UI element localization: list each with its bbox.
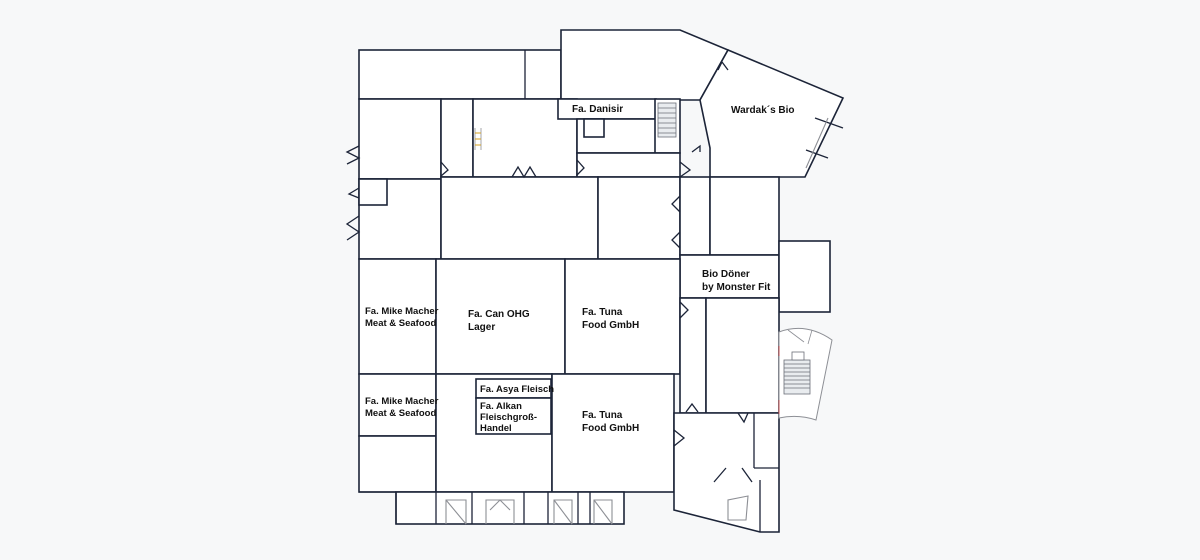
room-mid-right[interactable]: [597, 176, 681, 260]
room-danisir-small: [583, 118, 605, 138]
loading-bays: [395, 491, 625, 525]
stairs-north: [657, 102, 677, 138]
building-outline: [358, 29, 845, 533]
room-east-corridor: [679, 297, 707, 414]
room-corridor-upper: [440, 98, 474, 178]
ladder-marker: [474, 128, 482, 150]
room-mike-macher-a[interactable]: [358, 258, 437, 375]
room-east-mid[interactable]: [705, 297, 780, 414]
room-corridor-east: [679, 176, 711, 256]
label-danisir: Fa. Danisir: [572, 104, 623, 115]
label-mike-macher-a-2: Meat & Seafood: [365, 318, 436, 329]
label-tuna-b-1: Fa. Tuna: [582, 410, 623, 421]
room-can-ohg[interactable]: [435, 258, 566, 375]
label-asya: Fa. Asya Fleisch: [480, 384, 554, 395]
label-alkan-2: Fleischgroß-: [480, 412, 537, 423]
label-wardak: Wardak´s Bio: [731, 105, 795, 116]
label-tuna-a-1: Fa. Tuna: [582, 307, 623, 318]
label-can-ohg-2: Lager: [468, 322, 495, 333]
room-hall-mid[interactable]: [440, 176, 599, 260]
label-tuna-b-2: Food GmbH: [582, 423, 639, 434]
interior-details: [345, 60, 844, 525]
label-tuna-a-2: Food GmbH: [582, 320, 639, 331]
room-east-annex[interactable]: [778, 240, 831, 313]
room-left-upper[interactable]: [358, 98, 442, 180]
room-corridor-north: [576, 152, 681, 178]
room-tuna-a[interactable]: [564, 258, 681, 375]
label-mike-macher-b-2: Meat & Seafood: [365, 408, 436, 419]
label-alkan-3: Handel: [480, 423, 512, 434]
room-north[interactable]: [560, 29, 730, 101]
label-alkan-1: Fa. Alkan: [480, 401, 522, 412]
room-east-upper[interactable]: [709, 176, 780, 256]
label-bio-doner-1: Bio Döner: [702, 269, 750, 280]
room-alkan[interactable]: [475, 397, 552, 435]
tenant-labels: Fa. Danisir Wardak´s Bio Bio Döner by Mo…: [365, 104, 795, 434]
label-mike-macher-a-1: Fa. Mike Macher: [365, 306, 439, 317]
room-sw[interactable]: [358, 435, 437, 493]
label-can-ohg-1: Fa. Can OHG: [468, 309, 530, 320]
stairs-east: [778, 327, 833, 421]
room-south-east[interactable]: [673, 412, 780, 533]
room-left-closet: [358, 178, 388, 206]
label-bio-doner-2: by Monster Fit: [702, 282, 771, 293]
room-top-left[interactable]: [358, 49, 562, 100]
label-mike-macher-b-1: Fa. Mike Macher: [365, 396, 439, 407]
